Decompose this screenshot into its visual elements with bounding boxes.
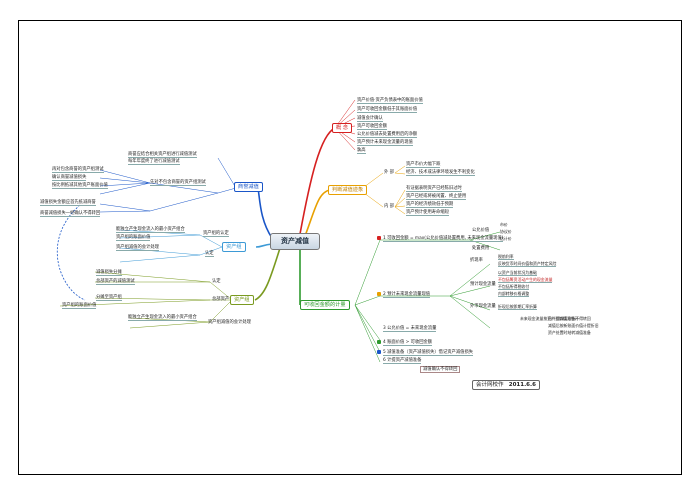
recov-disposal: 处置费用 <box>472 246 490 251</box>
asset-group-item: 资产组的认定 <box>203 231 229 237</box>
recov-fv-item: 市价 <box>500 222 508 227</box>
asset-group-item: 资产组的账面价值 <box>116 235 151 241</box>
goodwill-item: 商誉减值损失一经确认不得转回 <box>40 211 101 217</box>
assets-item: 资产组减值的会计处理 <box>208 320 251 325</box>
asset-group-item: 资产组减值的会计处理 <box>116 245 159 251</box>
concept-item: 孰高 <box>357 148 366 154</box>
author: 会计网校作 <box>476 382 504 388</box>
scope-outer-item: 资产市价大幅下跌 <box>406 162 441 168</box>
concept-item: 公允价值减去处置费用后的净额 <box>357 132 418 138</box>
marker-5 <box>377 350 381 354</box>
central-topic[interactable]: 资产减值 <box>270 233 320 250</box>
goodwill-item: 确认商誉减值损失 <box>52 175 87 181</box>
scope-inner-item: 有证据表明资产已经陈旧过时 <box>406 186 462 192</box>
recov-r3-item: 减值后按新账面价值计提折旧 <box>548 323 599 328</box>
assets-item: 减值损失分摊 <box>96 270 122 276</box>
marker-1 <box>377 236 381 240</box>
recov-note: 减值确认不得转回 <box>420 366 461 373</box>
assets-item: 资产组的账面价值 <box>62 303 97 309</box>
concept-item: 资产可收回金额低于其账面价值 <box>357 107 418 113</box>
assets-item: 分摊至资产组 <box>96 295 122 301</box>
recov-r3: 3 公允价值 = 未来现金流量 <box>383 326 437 332</box>
goodwill-item: 先对不包含商誉的资产组测试 <box>150 180 206 186</box>
asset-group-item: 能独立产生现金流入的最小资产组合 <box>116 227 185 233</box>
assets-item: 总部资产的减值测试 <box>96 279 135 285</box>
asset-group-item: 认定 <box>205 251 214 257</box>
scope-inner-item: 资产已经或将被闲置、终止使用 <box>406 194 467 200</box>
marker-4 <box>377 340 381 344</box>
recov-r6: 6 计提资产减值准备 <box>383 358 422 364</box>
branch-recoverable[interactable]: 可收回金额的计量 <box>300 300 350 310</box>
branch-concept[interactable]: 概 念 <box>332 123 353 133</box>
assets-item: 总部资产 <box>212 297 230 302</box>
recov-fv-item: 协议价 <box>500 229 512 234</box>
recov-cashflow-item: 不包括筹资活动产生的现金流量 <box>498 277 553 283</box>
goodwill-item: 减值损失金额应首先抵减商誉 <box>40 200 96 206</box>
scope-inner: 内 部 <box>384 204 394 209</box>
recov-discount-item: 反映货币时间价值和资产特定风险 <box>498 261 557 267</box>
scope-outer-item: 经济、技术或法律环境发生不利变化 <box>406 170 475 176</box>
author-signature: 会计网校作 2011.6.6 <box>472 380 540 390</box>
recov-r1: 1 可收回金额 = max(公允价值减处置费用, 未来现金流量现值) <box>383 236 504 242</box>
recov-r3-item: 已计提减值准备不得转回 <box>548 316 591 321</box>
recov-discount-item: 税前利率 <box>498 254 514 260</box>
recov-cashflow-item: 以资产当前状况为基础 <box>498 270 537 276</box>
goodwill-item: 每年年度终了进行减值测试 <box>128 159 180 165</box>
recov-r4: 4 账面价值 > 可收回金额 <box>383 340 433 346</box>
recov-discount: 折现率 <box>470 258 483 263</box>
concept-item: 资产价值·资产负债表中的账面价值 <box>357 98 423 104</box>
goodwill-item: 商誉应结合相关资产组进行减值测试 <box>128 152 197 158</box>
scope-inner-item: 资产预计使用寿命缩短 <box>406 210 449 216</box>
recov-r5: 5 减值准备（资产减值损失）借记资产减值损失 <box>383 350 474 356</box>
date: 2011.6.6 <box>508 382 536 388</box>
assets-item: 能独立产生现金流入的最小资产组合 <box>128 315 197 321</box>
goodwill-item: 再对包含商誉的资产组测试 <box>52 167 104 173</box>
recov-cashflow-item: 不包括所得税收付 <box>498 284 530 290</box>
concept-item: 资产可收回金额 <box>357 124 388 130</box>
recov-r2: 2 预计未来现金流量现值 <box>383 292 431 298</box>
recov-cashflow: 预计现金流量 <box>470 282 496 287</box>
scope-inner-item: 资产的经济绩效低于预期 <box>406 202 454 208</box>
recov-fv-item: 估计价 <box>500 236 512 241</box>
marker-2 <box>377 292 381 296</box>
recov-fair-value: 公允价值 <box>472 228 490 233</box>
recov-cashflow-item: 内部转移价格调整 <box>498 291 530 297</box>
recov-foreign: 外币现金流量 <box>470 304 496 309</box>
branch-scope[interactable]: 判断减值迹象 <box>328 185 368 195</box>
assets-item: 认定 <box>212 279 221 284</box>
branch-goodwill[interactable]: 商誉减值 <box>234 182 263 192</box>
recov-r3-sub: 未来现金流量按资产当前状况估计 <box>520 316 579 321</box>
concept-item: 减值会计确认 <box>357 116 383 122</box>
scope-outer: 外 部 <box>384 170 394 175</box>
goodwill-item: 按比例抵减其他资产账面价值 <box>52 183 108 189</box>
concept-item: 资产预计未来现金流量的现值 <box>357 140 413 146</box>
mindmap-canvas <box>18 20 682 475</box>
recov-foreign-item: 折现后按即期汇率折算 <box>498 304 537 310</box>
branch-assets[interactable]: 资产组 <box>230 295 254 305</box>
branch-asset-group[interactable]: 资产组 <box>222 242 246 252</box>
recov-r3-item: 资产处置时结转减值准备 <box>548 330 591 335</box>
